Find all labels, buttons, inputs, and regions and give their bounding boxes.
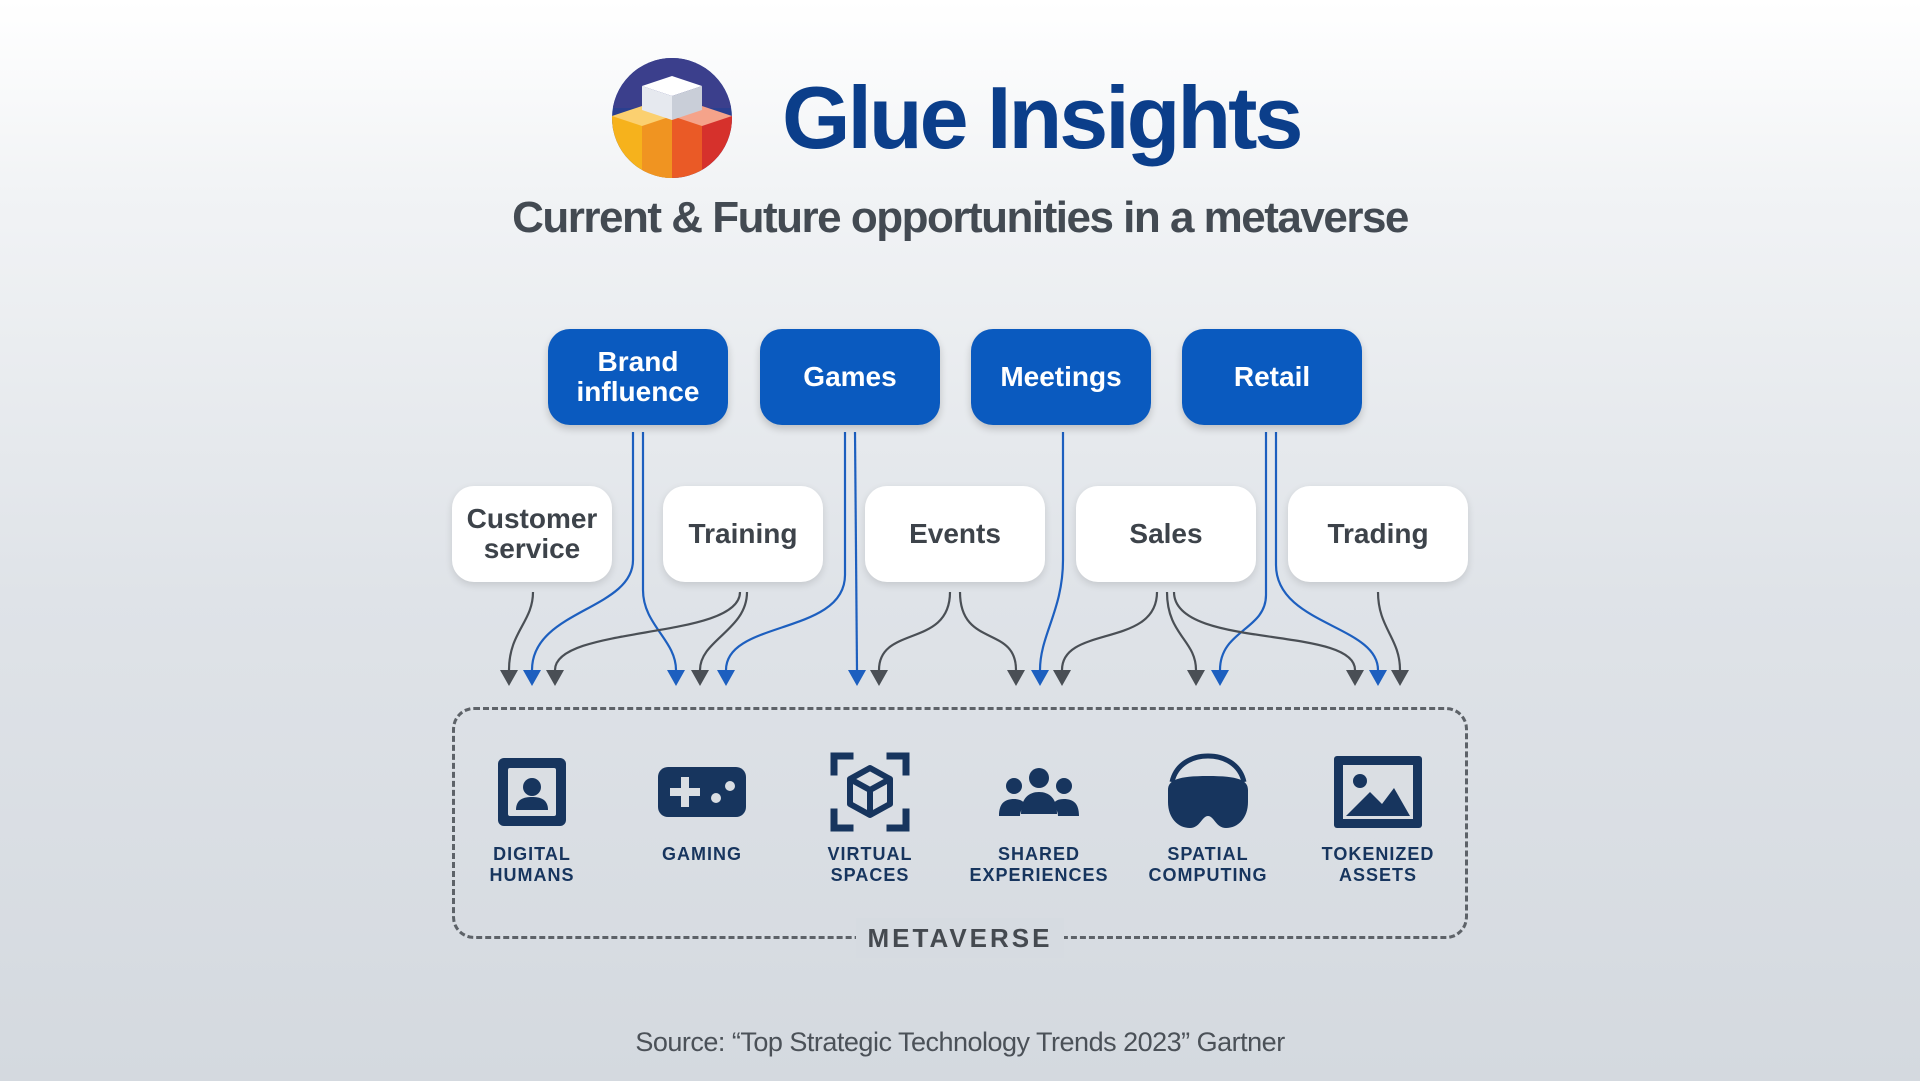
brand-title: Glue Insights bbox=[782, 68, 1303, 167]
tech-digital-humans: DIGITAL HUMANS bbox=[447, 752, 617, 886]
tech-label: VIRTUAL SPACES bbox=[827, 844, 913, 885]
vr-headset-icon bbox=[1168, 753, 1248, 828]
opportunity-label-line: service bbox=[483, 533, 581, 564]
tech-label: SHARED EXPERIENCES bbox=[969, 844, 1109, 885]
opportunity-label: Training bbox=[688, 518, 798, 549]
tech-label: TOKENIZED ASSETS bbox=[1321, 844, 1435, 885]
use-case-retail: Retail bbox=[1182, 329, 1362, 425]
source-citation: Source: “Top Strategic Technology Trends… bbox=[635, 1027, 1285, 1057]
tech-shared-experiences: SHARED EXPERIENCES bbox=[954, 752, 1124, 886]
opportunity-label-line: Customer bbox=[466, 503, 598, 534]
glue-insights-logo bbox=[612, 58, 732, 178]
tech-label: DIGITAL HUMANS bbox=[489, 844, 575, 885]
opportunity-label: Sales bbox=[1129, 518, 1203, 549]
opportunity-sales: Sales bbox=[1076, 486, 1256, 582]
opportunity-training: Training bbox=[663, 486, 823, 582]
people-group-icon bbox=[999, 768, 1079, 816]
page-subtitle: Current & Future opportunities in a meta… bbox=[512, 193, 1409, 242]
opportunity-trading: Trading bbox=[1288, 486, 1468, 582]
tech-virtual-spaces: VIRTUAL SPACES bbox=[785, 752, 955, 886]
opportunity-events: Events bbox=[865, 486, 1045, 582]
use-case-meetings: Meetings bbox=[971, 329, 1151, 425]
game-controller-icon bbox=[658, 767, 746, 817]
image-icon bbox=[1334, 756, 1422, 828]
tech-tokenized-assets: TOKENIZED ASSETS bbox=[1293, 752, 1463, 886]
use-case-label: Retail bbox=[1233, 361, 1311, 392]
use-case-label: Meetings bbox=[1000, 361, 1122, 392]
tech-label: SPATIAL COMPUTING bbox=[1148, 844, 1268, 885]
use-case-games: Games bbox=[760, 329, 940, 425]
tech-spatial-computing: SPATIAL COMPUTING bbox=[1123, 752, 1293, 886]
opportunity-customer-service: Customer service bbox=[452, 486, 612, 582]
metaverse-label: METAVERSE bbox=[856, 918, 1064, 958]
cube-icon bbox=[830, 752, 910, 832]
opportunity-label: Events bbox=[909, 518, 1001, 549]
use-case-label-line: Brand bbox=[597, 346, 679, 377]
tech-label: GAMING bbox=[662, 844, 742, 864]
tech-gaming: GAMING bbox=[617, 752, 787, 865]
digital-human-icon bbox=[498, 758, 566, 826]
use-case-brand-influence: Brand influence bbox=[548, 329, 728, 425]
use-case-label: Games bbox=[803, 361, 897, 392]
opportunity-label: Trading bbox=[1327, 518, 1429, 549]
use-case-label-line: influence bbox=[576, 376, 700, 407]
